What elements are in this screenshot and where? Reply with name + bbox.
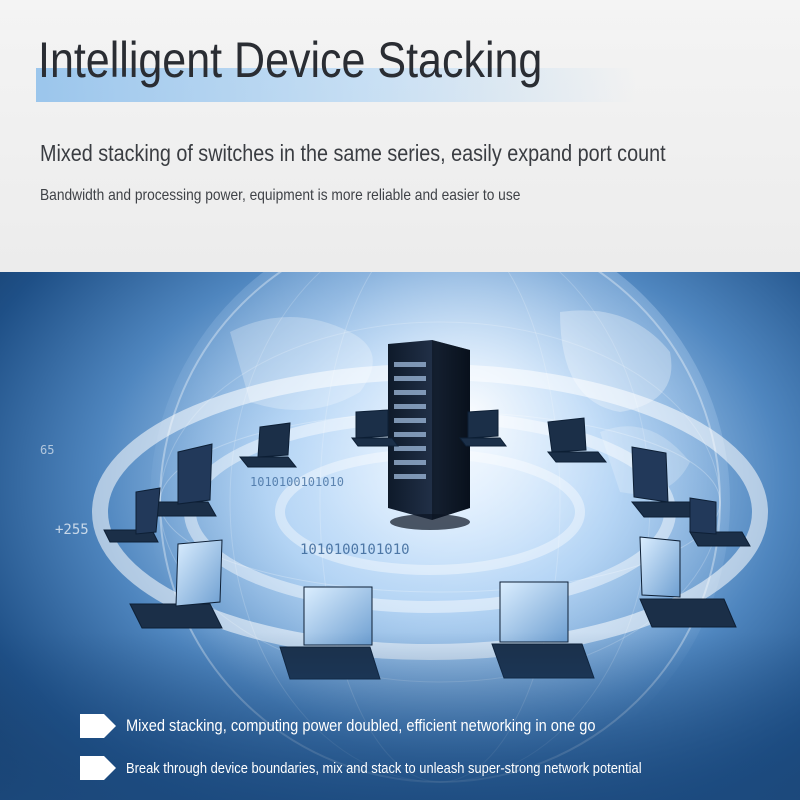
header-section: Intelligent Device Stacking Mixed stacki… bbox=[0, 0, 800, 272]
arrow-tag-icon bbox=[80, 714, 116, 738]
binary-text-2: 1010100101010 bbox=[250, 475, 344, 489]
feature-item: Mixed stacking, computing power doubled,… bbox=[80, 714, 672, 738]
network-graphic: 1010100101010 1010100101010 +255 65 bbox=[0, 272, 800, 800]
feature-label: Break through device boundaries, mix and… bbox=[126, 759, 642, 777]
page-description: Bandwidth and processing power, equipmen… bbox=[40, 187, 521, 204]
arrow-tag-icon bbox=[80, 756, 116, 780]
title-highlight bbox=[36, 68, 636, 102]
network-illustration: 1010100101010 1010100101010 +255 65 bbox=[0, 272, 800, 800]
server-tower-icon bbox=[388, 340, 470, 530]
page-subtitle: Mixed stacking of switches in the same s… bbox=[40, 140, 666, 166]
feature-label: Mixed stacking, computing power doubled,… bbox=[126, 716, 596, 735]
page-title: Intelligent Device Stacking bbox=[38, 32, 543, 88]
side-number-2: 65 bbox=[40, 443, 54, 457]
side-number-1: +255 bbox=[55, 522, 89, 538]
feature-item: Break through device boundaries, mix and… bbox=[80, 756, 726, 780]
binary-text: 1010100101010 bbox=[300, 542, 410, 558]
